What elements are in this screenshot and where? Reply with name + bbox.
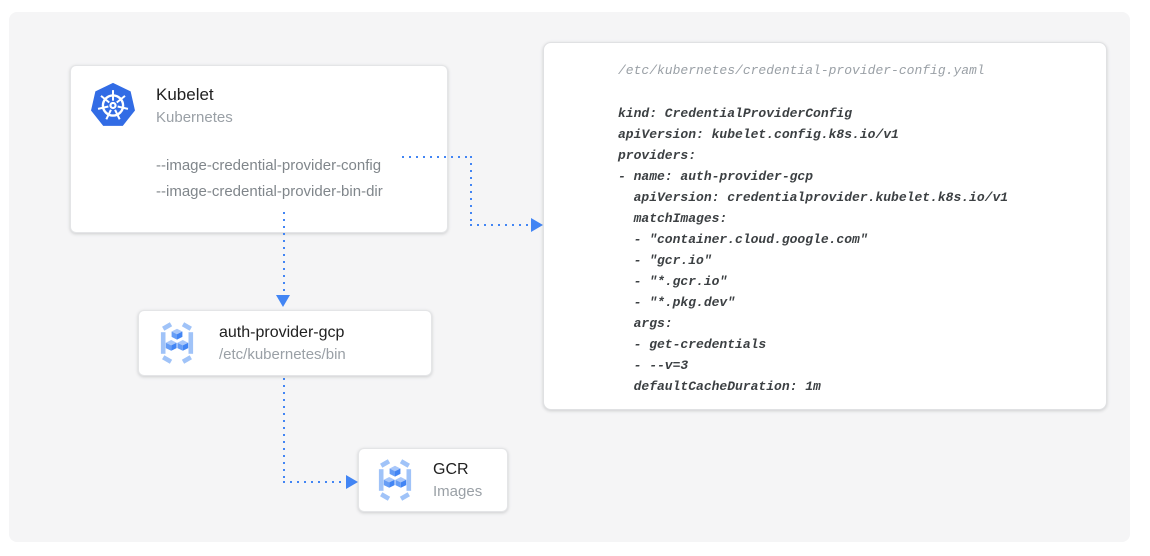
config-yaml-line: matchImages: — [618, 211, 728, 226]
kubelet-node: Kubelet Kubernetes --image-credential-pr… — [70, 65, 448, 233]
arrow-config-to-yaml-segment-1 — [402, 156, 472, 158]
gcr-title: GCR — [433, 460, 469, 478]
auth-provider-gcp-titles: auth-provider-gcp /etc/kubernetes/bin — [219, 322, 346, 365]
config-yaml-line: kind: CredentialProviderConfig — [618, 106, 853, 121]
config-yaml-line: - name: auth-provider-gcp — [618, 169, 814, 184]
arrow-config-to-yaml-segment-2 — [470, 156, 472, 226]
auth-provider-gcp-title: auth-provider-gcp — [219, 323, 345, 341]
config-yaml-line: providers: — [618, 148, 697, 163]
credential-provider-config-panel: /etc/kubernetes/credential-provider-conf… — [543, 42, 1107, 410]
config-yaml-line: args: — [618, 316, 673, 331]
kubelet-node-header: Kubelet Kubernetes — [71, 66, 447, 129]
gcr-subtitle: Images — [433, 482, 483, 500]
config-file-path: /etc/kubernetes/credential-provider-conf… — [618, 63, 985, 78]
kubelet-title: Kubelet — [156, 85, 214, 104]
arrowhead-to-gcr-icon — [346, 475, 358, 489]
config-yaml-line: apiVersion: kubelet.config.k8s.io/v1 — [618, 127, 899, 142]
kubernetes-icon — [91, 82, 135, 126]
config-yaml-line: - "*.pkg.dev" — [618, 295, 736, 310]
arrow-auth-provider-to-gcr-segment-2 — [283, 481, 346, 483]
gcr-node-titles: GCR Images — [433, 459, 482, 502]
kubelet-flag-list: --image-credential-provider-config --imag… — [156, 153, 383, 205]
config-yaml-line: defaultCacheDuration: 1m — [618, 379, 821, 394]
config-yaml-line: - get-credentials — [618, 337, 767, 352]
arrowhead-to-auth-provider-icon — [276, 295, 290, 307]
config-yaml-line: - "*.gcr.io" — [618, 274, 728, 289]
arrow-config-to-yaml-segment-3 — [470, 224, 531, 226]
auth-provider-gcp-node: auth-provider-gcp /etc/kubernetes/bin — [138, 310, 432, 376]
kubelet-flag: --image-credential-provider-config — [156, 157, 382, 174]
kubelet-subtitle: Kubernetes — [156, 109, 233, 126]
auth-provider-gcp-path: /etc/kubernetes/bin — [219, 345, 346, 363]
kubelet-flag: --image-credential-provider-bin-dir — [156, 183, 383, 200]
config-yaml-line: apiVersion: credentialprovider.kubelet.k… — [618, 190, 1009, 205]
kubelet-node-titles: Kubelet Kubernetes — [156, 81, 233, 128]
arrowhead-to-yaml-icon — [531, 218, 543, 232]
arrow-kubelet-to-auth-provider-segment — [283, 212, 285, 295]
config-yaml-code: kind: CredentialProviderConfig apiVersion… — [618, 103, 1086, 397]
config-yaml-line: - "container.cloud.google.com" — [618, 232, 868, 247]
gcr-icon — [160, 322, 194, 364]
config-yaml-line: - "gcr.io" — [618, 253, 712, 268]
gcr-node: GCR Images — [358, 448, 508, 512]
gcr-icon — [378, 459, 412, 501]
config-yaml-line: - --v=3 — [618, 358, 689, 373]
arrow-auth-provider-to-gcr-segment-1 — [283, 378, 285, 482]
